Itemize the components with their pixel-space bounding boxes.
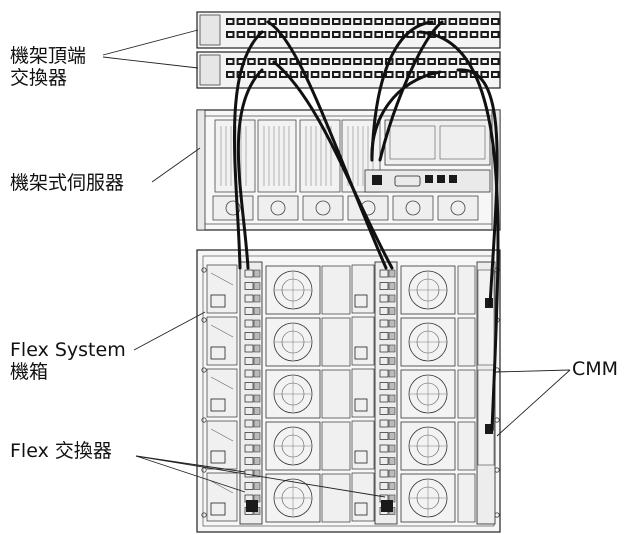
fan-bay <box>321 421 351 471</box>
switch-port <box>246 500 258 512</box>
screw <box>201 267 207 273</box>
switch-port <box>379 269 389 278</box>
switch-port <box>379 357 389 365</box>
fan-icon <box>408 478 448 518</box>
power-supply <box>206 420 238 470</box>
switch-port <box>379 382 389 390</box>
switch-port <box>244 369 254 378</box>
screw <box>201 317 207 323</box>
switch-port <box>244 332 254 340</box>
switch-port <box>379 407 389 415</box>
switch-port <box>244 432 254 440</box>
switch-port <box>244 407 254 415</box>
switch-port <box>244 269 254 278</box>
switch-port <box>244 482 254 490</box>
fan-icon <box>273 374 313 414</box>
switch-port <box>244 357 254 365</box>
screw <box>201 467 207 473</box>
fan-icon <box>408 270 448 310</box>
fan-bay <box>321 265 351 315</box>
server-bay <box>212 195 254 221</box>
top-of-rack-switch-1 <box>196 11 501 49</box>
fan-bay <box>321 369 351 419</box>
switch-port <box>379 282 389 290</box>
server-bay <box>302 195 344 221</box>
switch-port <box>244 457 254 465</box>
fan-icon <box>273 270 313 310</box>
flex-system-chassis <box>196 249 501 533</box>
switch-port <box>379 457 389 465</box>
screw <box>201 417 207 423</box>
power-supply <box>351 420 375 470</box>
flex-switch-label: Flex 交換器 <box>10 440 112 462</box>
tor-label-line2: 交換器 <box>10 67 68 89</box>
power-supply <box>206 264 238 314</box>
fan-icon <box>273 322 313 362</box>
network-cables <box>232 20 500 432</box>
switch-port <box>379 307 389 315</box>
switch-port <box>244 307 254 315</box>
switch-port <box>379 369 389 378</box>
server-bay <box>347 195 389 221</box>
switch-port <box>244 294 254 303</box>
switch-port <box>379 294 389 303</box>
switch-port <box>379 469 389 478</box>
fan-bay <box>457 473 476 523</box>
fan-icon <box>273 478 313 518</box>
top-of-rack-switch-2 <box>196 51 501 89</box>
flex-chassis-label: Flex System 機箱 <box>10 339 126 383</box>
switch-port <box>379 432 389 440</box>
fan-icon <box>408 322 448 362</box>
switch-port <box>379 394 389 403</box>
server-slot <box>257 119 297 193</box>
fan-bay <box>457 369 476 419</box>
fan-bay <box>457 265 476 315</box>
fan-icon <box>273 426 313 466</box>
screw <box>201 367 207 373</box>
server-bay <box>437 195 479 221</box>
top-of-rack-switch-label: 機架頂端 交換器 <box>10 45 86 89</box>
callout-lines <box>102 29 571 498</box>
switch-port <box>379 332 389 340</box>
rack-server-label: 機架式伺服器 <box>10 172 125 194</box>
switch-port <box>379 482 389 490</box>
power-supply <box>351 368 375 418</box>
switch-port <box>244 344 254 353</box>
switch-port <box>379 419 389 428</box>
switch-port <box>381 500 393 512</box>
power-supply <box>351 316 375 366</box>
switch-port <box>244 319 254 328</box>
screw <box>201 512 207 518</box>
switch-port <box>244 282 254 290</box>
switch-port <box>244 419 254 428</box>
flex-chassis-label-line1: Flex System <box>10 339 126 361</box>
fan-icon <box>408 374 448 414</box>
server-bay <box>257 195 299 221</box>
switch-port <box>379 344 389 353</box>
power-supply <box>351 472 375 522</box>
tor-label-line1: 機架頂端 <box>10 45 87 67</box>
fan-bay <box>321 473 351 523</box>
switch-port <box>244 382 254 390</box>
power-supply <box>351 264 375 314</box>
flex-chassis-label-line2: 機箱 <box>10 361 49 383</box>
server-bay <box>392 195 434 221</box>
power-supply <box>206 368 238 418</box>
fan-bay <box>457 421 476 471</box>
switch-port <box>379 444 389 453</box>
fan-icon <box>408 426 448 466</box>
switch-port <box>379 319 389 328</box>
power-supply <box>206 472 238 522</box>
switch-port <box>244 444 254 453</box>
server-slot <box>299 119 341 193</box>
power-supply <box>206 316 238 366</box>
fan-bay <box>321 317 351 367</box>
fan-bay <box>457 317 476 367</box>
cmm-label: CMM <box>572 358 619 380</box>
switch-port <box>244 394 254 403</box>
